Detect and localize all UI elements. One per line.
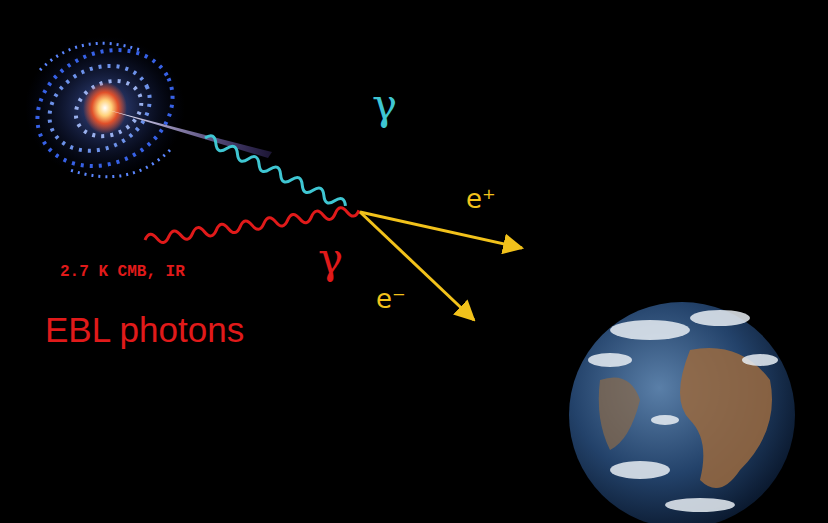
earth <box>535 300 828 523</box>
cmb-label: 2.7 K CMB, IR <box>60 264 185 280</box>
gamma-symbol: γ <box>372 84 397 126</box>
electron-arrow <box>360 212 474 320</box>
electron-label: e⁻ <box>376 286 406 312</box>
ebl-label: EBL photons <box>45 312 244 347</box>
galaxy <box>18 29 272 188</box>
positron-arrow <box>360 212 522 248</box>
gamma-photon-wave <box>203 133 348 210</box>
gamma-symbol: γ <box>318 238 343 280</box>
positron-label: e⁺ <box>466 186 496 212</box>
